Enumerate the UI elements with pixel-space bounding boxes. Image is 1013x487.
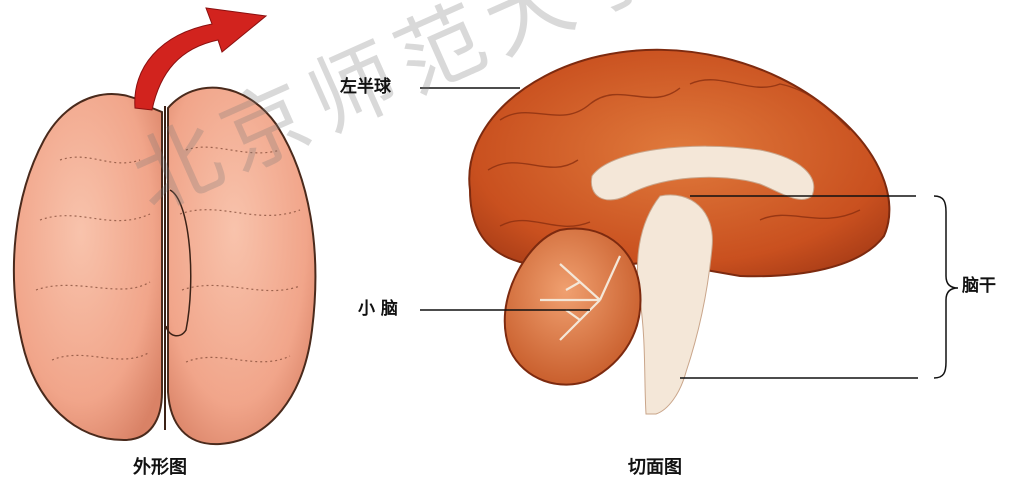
brainstem-brace — [934, 196, 958, 378]
caption-external-view: 外形图 — [133, 459, 187, 477]
left-hemisphere-outline — [14, 94, 162, 440]
label-brainstem: 脑干 — [962, 278, 996, 295]
caption-section-view: 切面图 — [628, 459, 682, 477]
brain-section-view — [469, 50, 889, 414]
brain-external-view — [14, 8, 315, 444]
label-cerebellum: 小 脑 — [358, 301, 398, 318]
label-left-hemisphere: 左半球 — [340, 79, 391, 96]
brainstem-shape — [637, 195, 712, 414]
